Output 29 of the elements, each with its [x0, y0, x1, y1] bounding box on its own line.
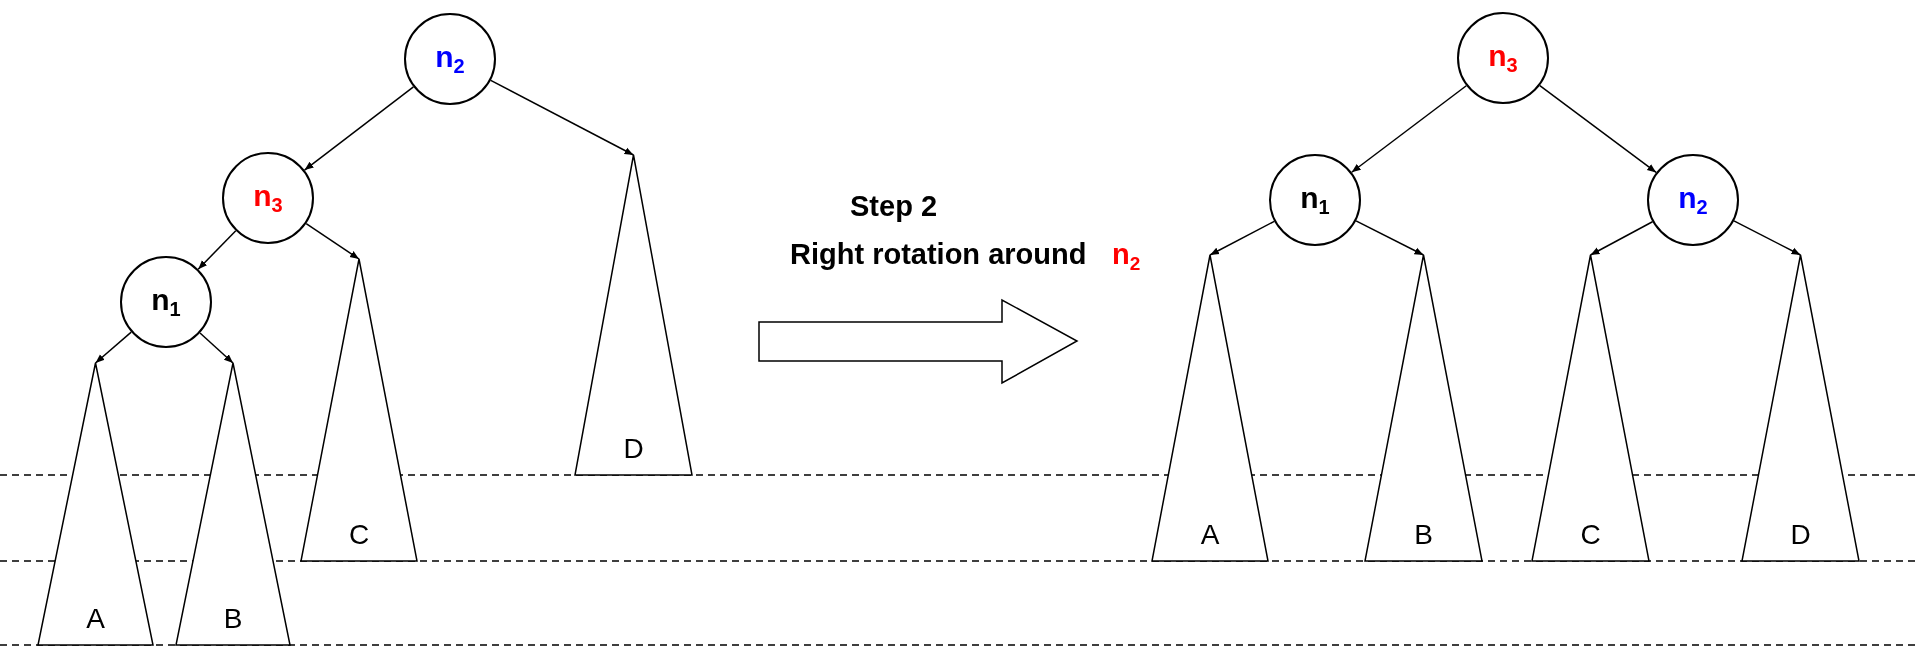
arrow — [305, 222, 360, 260]
arrow — [1355, 220, 1425, 256]
node-label: n$_{1}$ — [1300, 183, 1330, 217]
arrow — [1733, 220, 1802, 256]
subtree-label: C — [348, 521, 370, 549]
subtree-label: A — [1200, 521, 1220, 549]
arrow — [1350, 84, 1468, 174]
arrow — [94, 331, 132, 364]
arrow — [1209, 220, 1275, 256]
subtree-label: D — [1790, 521, 1811, 549]
subtree-label: C — [1580, 521, 1601, 549]
arrow — [1539, 84, 1657, 174]
arrow — [199, 332, 234, 364]
node-label: n$_{2}$ — [1678, 183, 1708, 217]
subtree-label: B — [223, 605, 243, 633]
node-label: n$_{3}$ — [253, 181, 283, 215]
subtree-label: A — [86, 605, 105, 633]
subtree-label: B — [1414, 521, 1433, 549]
arrow — [197, 230, 237, 270]
node-label: n$_{3}$ — [1488, 41, 1518, 75]
node-label: n$_{2}$ — [435, 42, 465, 76]
caption-text: Right rotation around — [790, 240, 1087, 269]
node-label: n$_{1}$ — [151, 285, 181, 319]
arrow — [490, 79, 635, 156]
caption-text: Step 2 — [850, 192, 938, 221]
arrow — [303, 86, 415, 171]
subtree-label: D — [623, 435, 644, 463]
caption-text: n$_{2}$ — [1112, 240, 1141, 273]
arrow — [1589, 221, 1654, 256]
